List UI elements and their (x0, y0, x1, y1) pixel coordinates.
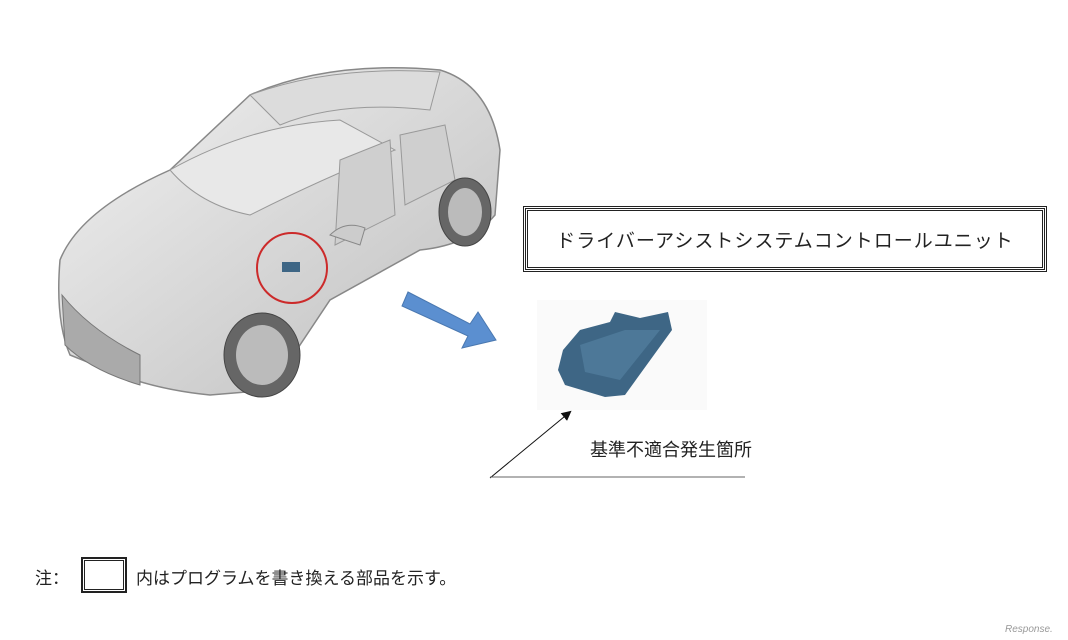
note-legend-box (81, 557, 127, 593)
highlight-circle (256, 232, 328, 304)
control-unit-image (537, 300, 707, 410)
car-illustration (58, 67, 501, 398)
note-text: 内はプログラムを書き換える部品を示す。 (136, 569, 457, 589)
note-prefix: 注： (35, 569, 69, 589)
part-name-box: ドライバーアシストシステムコントロールユニット (523, 206, 1047, 272)
watermark-logo: Response. (1005, 624, 1053, 635)
pointer-arrow (489, 410, 572, 479)
part-name-label: ドライバーアシストシステムコントロールユニット (556, 229, 1014, 252)
blue-arrow-icon (401, 291, 497, 349)
location-label: 基準不適合発生箇所 (590, 440, 752, 461)
unit-location-marker (282, 262, 300, 272)
